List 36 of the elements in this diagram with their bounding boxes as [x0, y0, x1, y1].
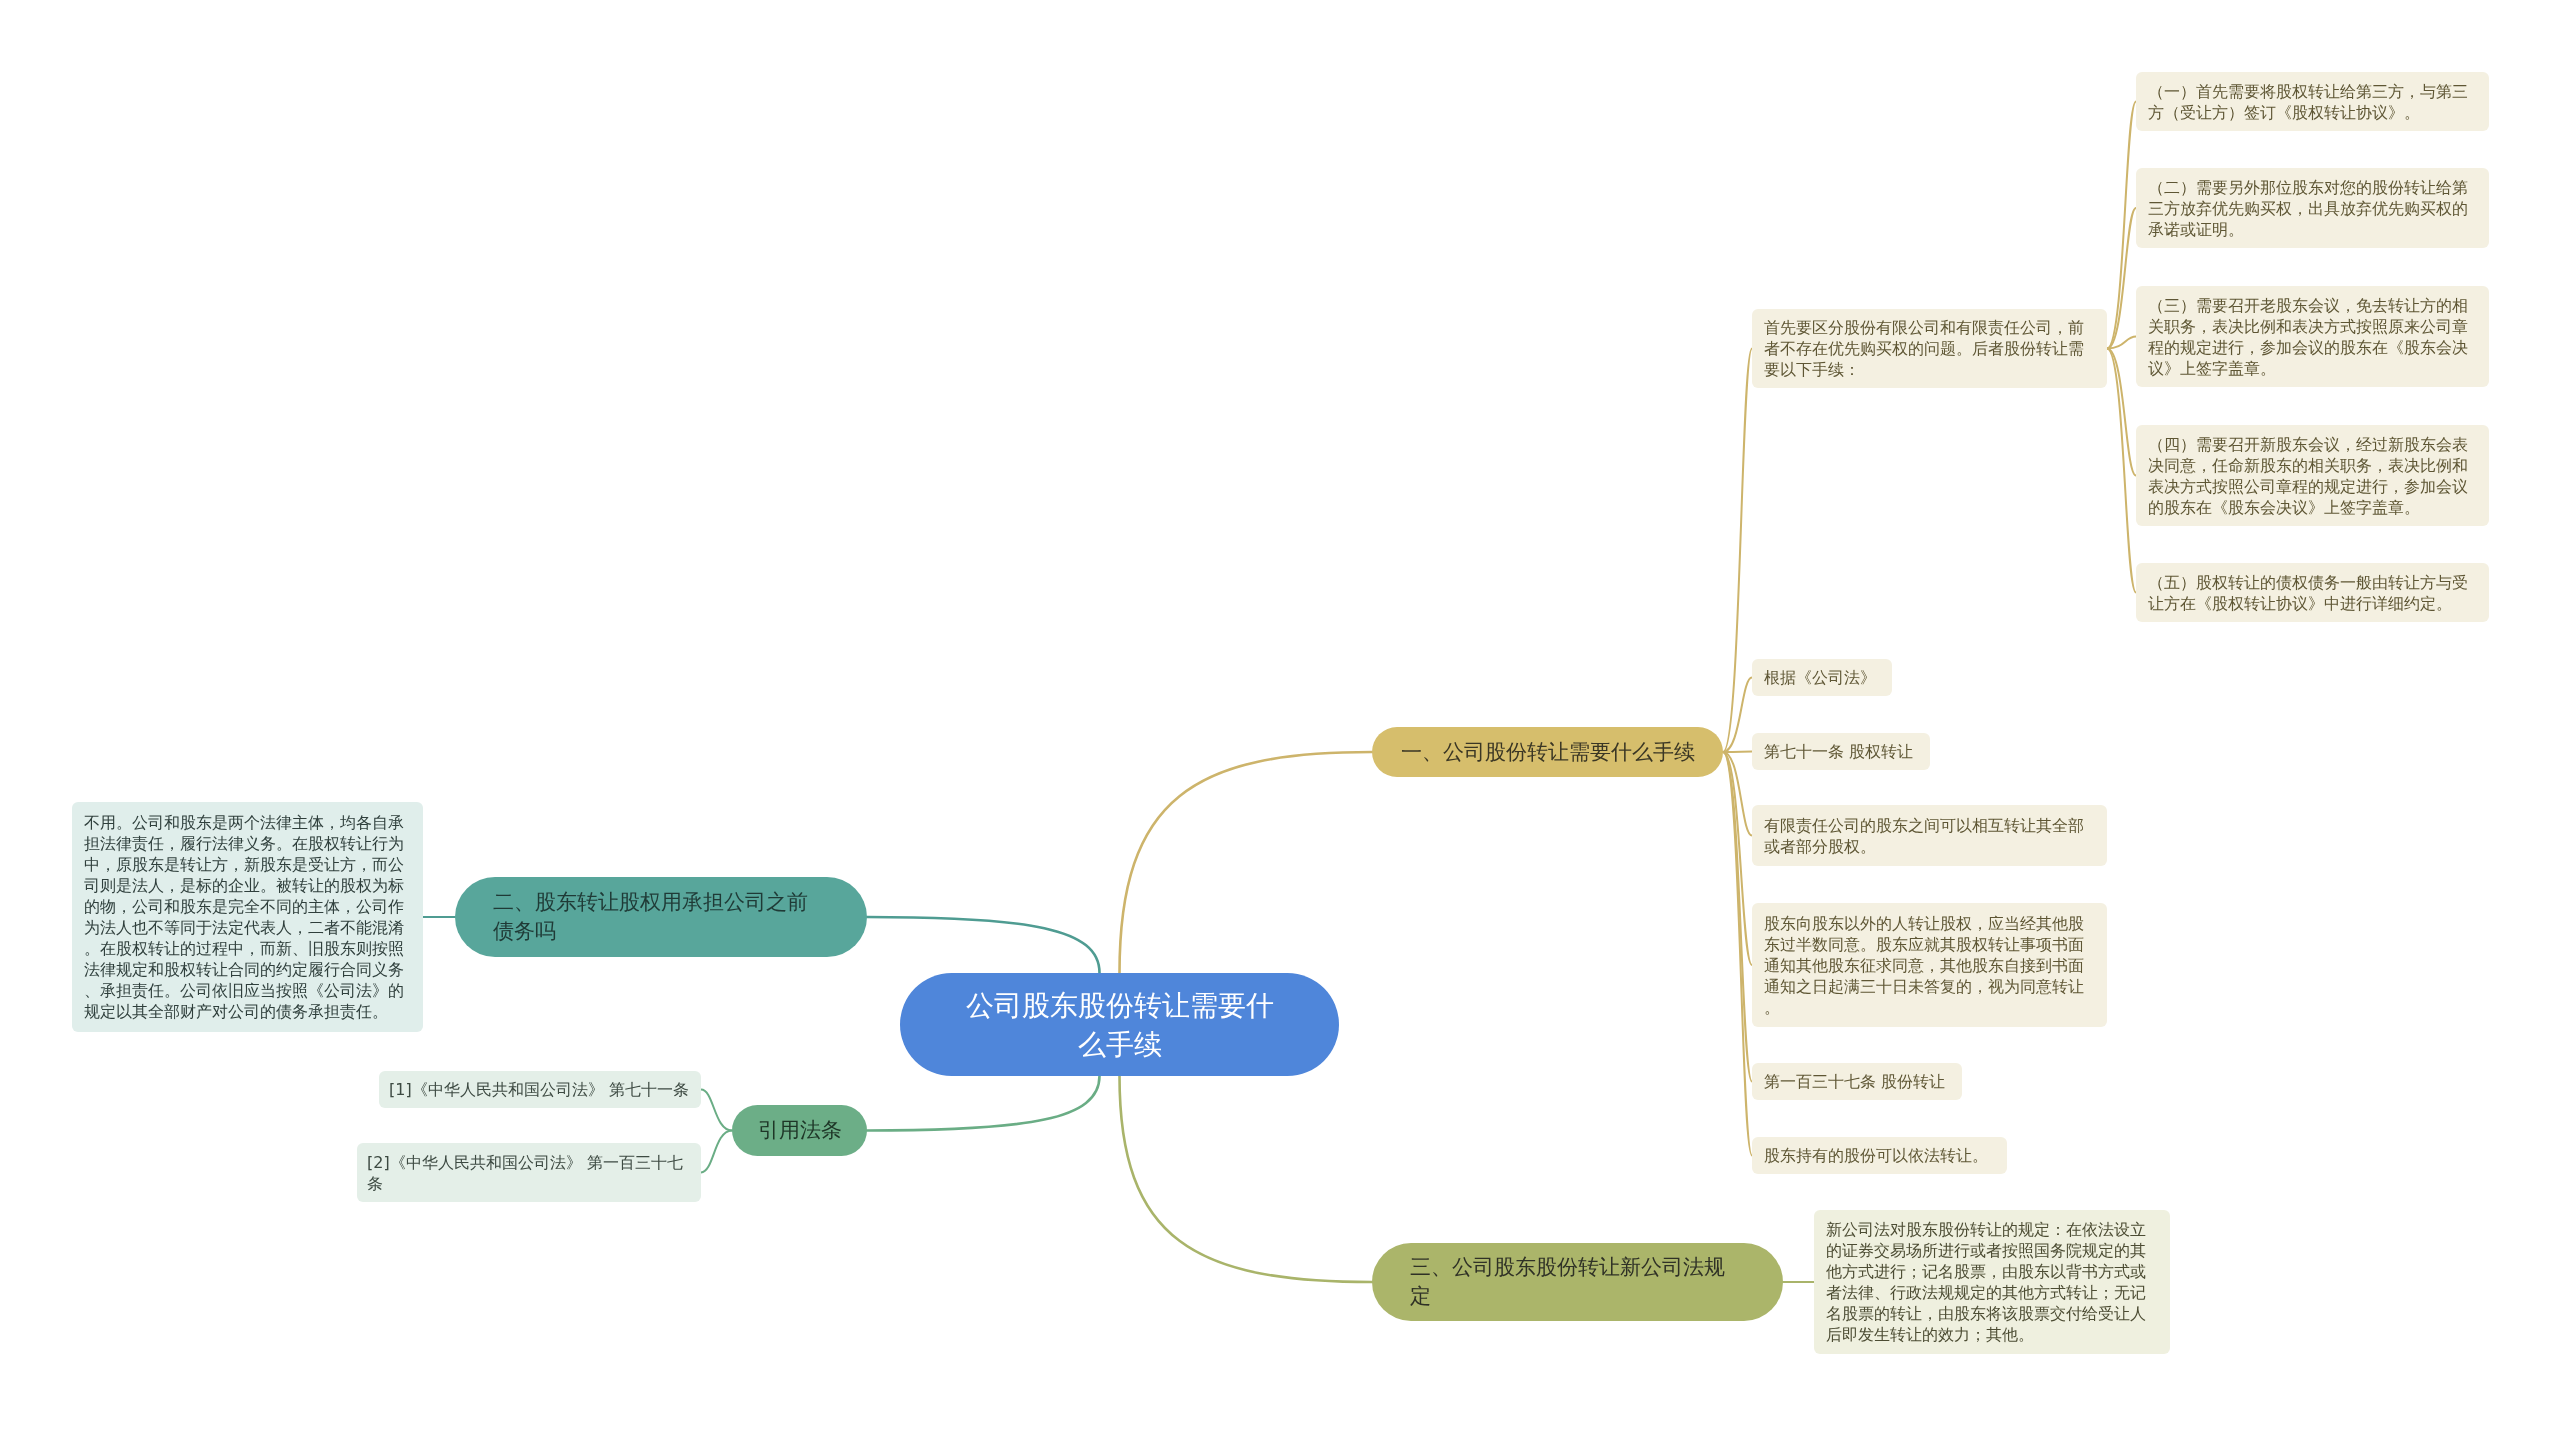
connector-line — [1722, 751, 1753, 1157]
connector-line — [2106, 347, 2137, 477]
connector-line — [2106, 347, 2137, 594]
subtopic: （五）股权转让的债权债务一般由转让方与受让方在《股权转让协议》中进行详细约定。 — [2136, 563, 2489, 622]
subtopic: 第一百三十七条 股份转让 — [1752, 1063, 1962, 1100]
connector-line — [422, 916, 456, 918]
connector-line — [1722, 347, 1753, 753]
connector-line — [1722, 676, 1753, 753]
connector-line — [1118, 750, 1374, 975]
connector-line — [2106, 335, 2137, 350]
connector-line — [1118, 1074, 1374, 1284]
central-topic: 公司股东股份转让需要什么手续 — [900, 973, 1339, 1076]
subtopic: 第七十一条 股权转让 — [1752, 733, 1930, 770]
subtopic: 有限责任公司的股东之间可以相互转让其全部或者部分股权。 — [1752, 805, 2107, 866]
subtopic: （二）需要另外那位股东对您的股份转让给第三方放弃优先购买权，出具放弃优先购买权的承诺或证明。 — [2136, 168, 2489, 248]
branch-topic: 二、股东转让股权用承担公司之前债务吗 — [455, 877, 867, 957]
branch-topic: 一、公司股份转让需要什么手续 — [1372, 727, 1723, 777]
subtopic: 股东持有的股份可以依法转让。 — [1752, 1137, 2007, 1174]
subtopic: [1]《中华人民共和国公司法》 第七十一条 — [379, 1071, 701, 1108]
subtopic: （三）需要召开老股东会议，免去转让方的相关职务，表决比例和表决方式按照原来公司章程的规定进行，参加会议的股东在《股东会决议》上签字盖章。 — [2136, 286, 2489, 387]
subtopic: 不用。公司和股东是两个法律主体，均各自承担法律责任，履行法律义务。在股权转让行为中，原股东是转让方，新股东是受让方，而公司则是法人，是标的企业。被转让的股权为标的物，公司和股东是完全不同的主体，公司作为法人也不等同于法定代表人，二者不能混淆。在股权转让的过程中，而新、旧股东则按照法律规定和股权转让合同的约定履行合同义务、承担责任。公司依旧应当按照《公司法》的规定以其全部财产对公司的债务承担责任。 — [72, 802, 423, 1032]
subtopic: （一）首先需要将股权转让给第三方，与第三方（受让方）签订《股权转让协议》。 — [2136, 72, 2489, 131]
subtopic: 首先要区分股份有限公司和有限责任公司，前者不存在优先购买权的问题。后者股份转让需要以下手续： — [1752, 309, 2107, 388]
connector-line — [700, 1129, 733, 1174]
subtopic: （四）需要召开新股东会议，经过新股东会表决同意，任命新股东的相关职务，表决比例和表决方式按照公司章程的规定进行，参加会议的股东在《股东会决议》上签字盖章。 — [2136, 425, 2489, 526]
connector-line — [865, 915, 1101, 975]
connector-line — [700, 1088, 733, 1132]
connector-line — [2106, 207, 2137, 350]
branch-topic: 三、公司股东股份转让新公司法规定 — [1372, 1243, 1783, 1321]
subtopic: 根据《公司法》 — [1752, 659, 1892, 696]
branch-topic: 引用法条 — [732, 1105, 867, 1156]
connector-line — [865, 1074, 1101, 1132]
subtopic: [2]《中华人民共和国公司法》 第一百三十七条 — [357, 1143, 701, 1202]
subtopic: 股东向股东以外的人转让股权，应当经其他股东过半数同意。股东应就其股权转让事项书面通知其他股东征求同意，其他股东自接到书面通知之日起满三十日未答复的，视为同意转让。 — [1752, 903, 2107, 1027]
subtopic: 新公司法对股东股份转让的规定：在依法设立的证券交易场所进行或者按照国务院规定的其他方式进行；记名股票，由股东以背书方式或者法律、行政法规规定的其他方式转让；无记名股票的转让，由股东将该股票交付给受让人后即发生转让的效力；其他。 — [1814, 1210, 2170, 1354]
connector-line — [1782, 1281, 1815, 1283]
